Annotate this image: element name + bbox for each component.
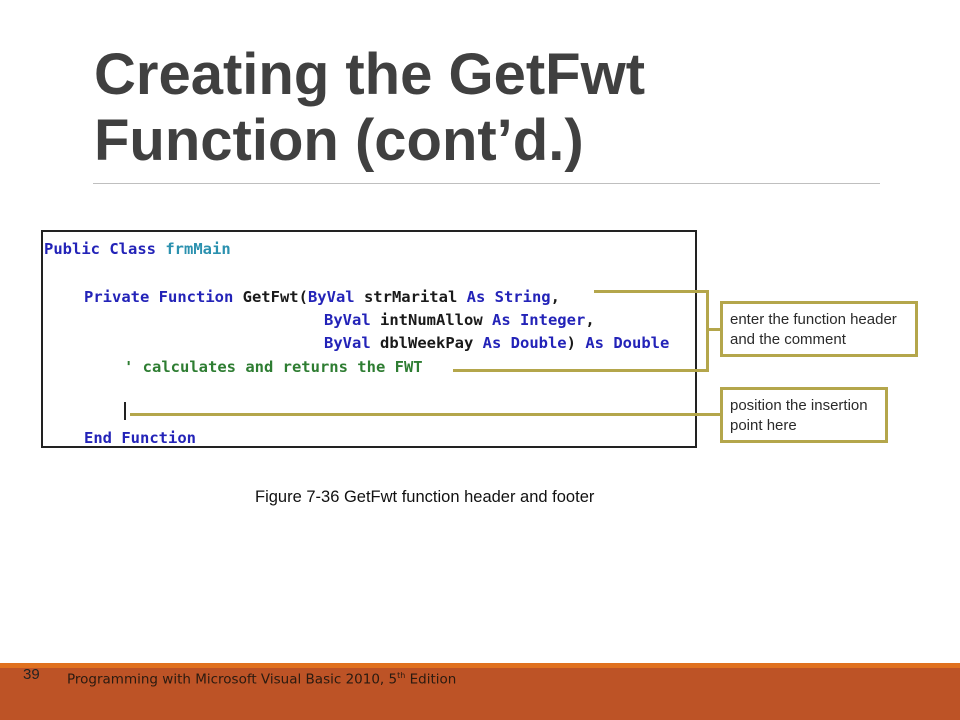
code-line-end-function: End Function xyxy=(84,428,196,448)
footer-title-text: Programming with Microsoft Visual Basic … xyxy=(67,671,398,688)
footer-superscript: th xyxy=(397,671,406,680)
callout-connector xyxy=(594,290,708,293)
callout-connector xyxy=(706,328,722,331)
callout-cursor-instruction: position the insertion point here xyxy=(720,387,888,443)
slide-title: Creating the GetFwt Function (cont’d.) xyxy=(94,42,874,174)
code-identifier: GetFwt( xyxy=(242,288,308,306)
code-line-class: Public Class frmMain xyxy=(44,239,231,259)
code-identifier: ) xyxy=(566,334,586,352)
code-keyword: As String xyxy=(466,288,551,306)
code-keyword: ByVal xyxy=(324,311,380,329)
slide-title-line2: Function (cont’d.) xyxy=(94,108,584,173)
code-class-name: frmMain xyxy=(165,240,231,258)
code-identifier: dblWeekPay xyxy=(380,334,483,352)
code-identifier: intNumAllow xyxy=(380,311,492,329)
code-line-function-header-3: ByVal dblWeekPay As Double) As Double xyxy=(324,333,669,353)
slide-title-line1: Creating the GetFwt xyxy=(94,42,646,107)
code-keyword: As Double xyxy=(585,334,670,352)
callout-connector xyxy=(130,413,722,416)
code-figure xyxy=(41,230,697,448)
footer-accent-line xyxy=(0,663,960,668)
footer-book-title: Programming with Microsoft Visual Basic … xyxy=(67,671,456,688)
code-comment: ' calculates and returns the FWT xyxy=(124,358,423,376)
code-keyword: End Function xyxy=(84,429,196,447)
page-number: 39 xyxy=(23,666,40,683)
figure-caption: Figure 7-36 GetFwt function header and f… xyxy=(255,488,595,506)
code-keyword: As Double xyxy=(482,334,567,352)
callout-connector xyxy=(706,290,709,372)
callout-header-instruction: enter the function header and the commen… xyxy=(720,301,918,357)
code-line-comment: ' calculates and returns the FWT xyxy=(124,357,423,377)
title-divider xyxy=(93,183,880,184)
code-identifier: , xyxy=(550,288,560,306)
code-line-function-header-2: ByVal intNumAllow As Integer, xyxy=(324,310,595,330)
insertion-point-cursor xyxy=(124,402,126,420)
code-identifier: strMarital xyxy=(363,288,467,306)
footer-bar xyxy=(0,668,960,720)
code-keyword: ByVal xyxy=(324,334,380,352)
code-keyword: Public Class xyxy=(44,240,166,258)
footer-title-suffix: Edition xyxy=(405,671,457,688)
callout-connector xyxy=(453,369,708,372)
code-keyword: Private Function xyxy=(84,288,243,306)
code-keyword: As Integer xyxy=(491,311,586,329)
code-identifier: , xyxy=(585,311,595,329)
code-line-function-header-1: Private Function GetFwt(ByVal strMarital… xyxy=(84,287,560,307)
code-keyword: ByVal xyxy=(307,288,364,306)
